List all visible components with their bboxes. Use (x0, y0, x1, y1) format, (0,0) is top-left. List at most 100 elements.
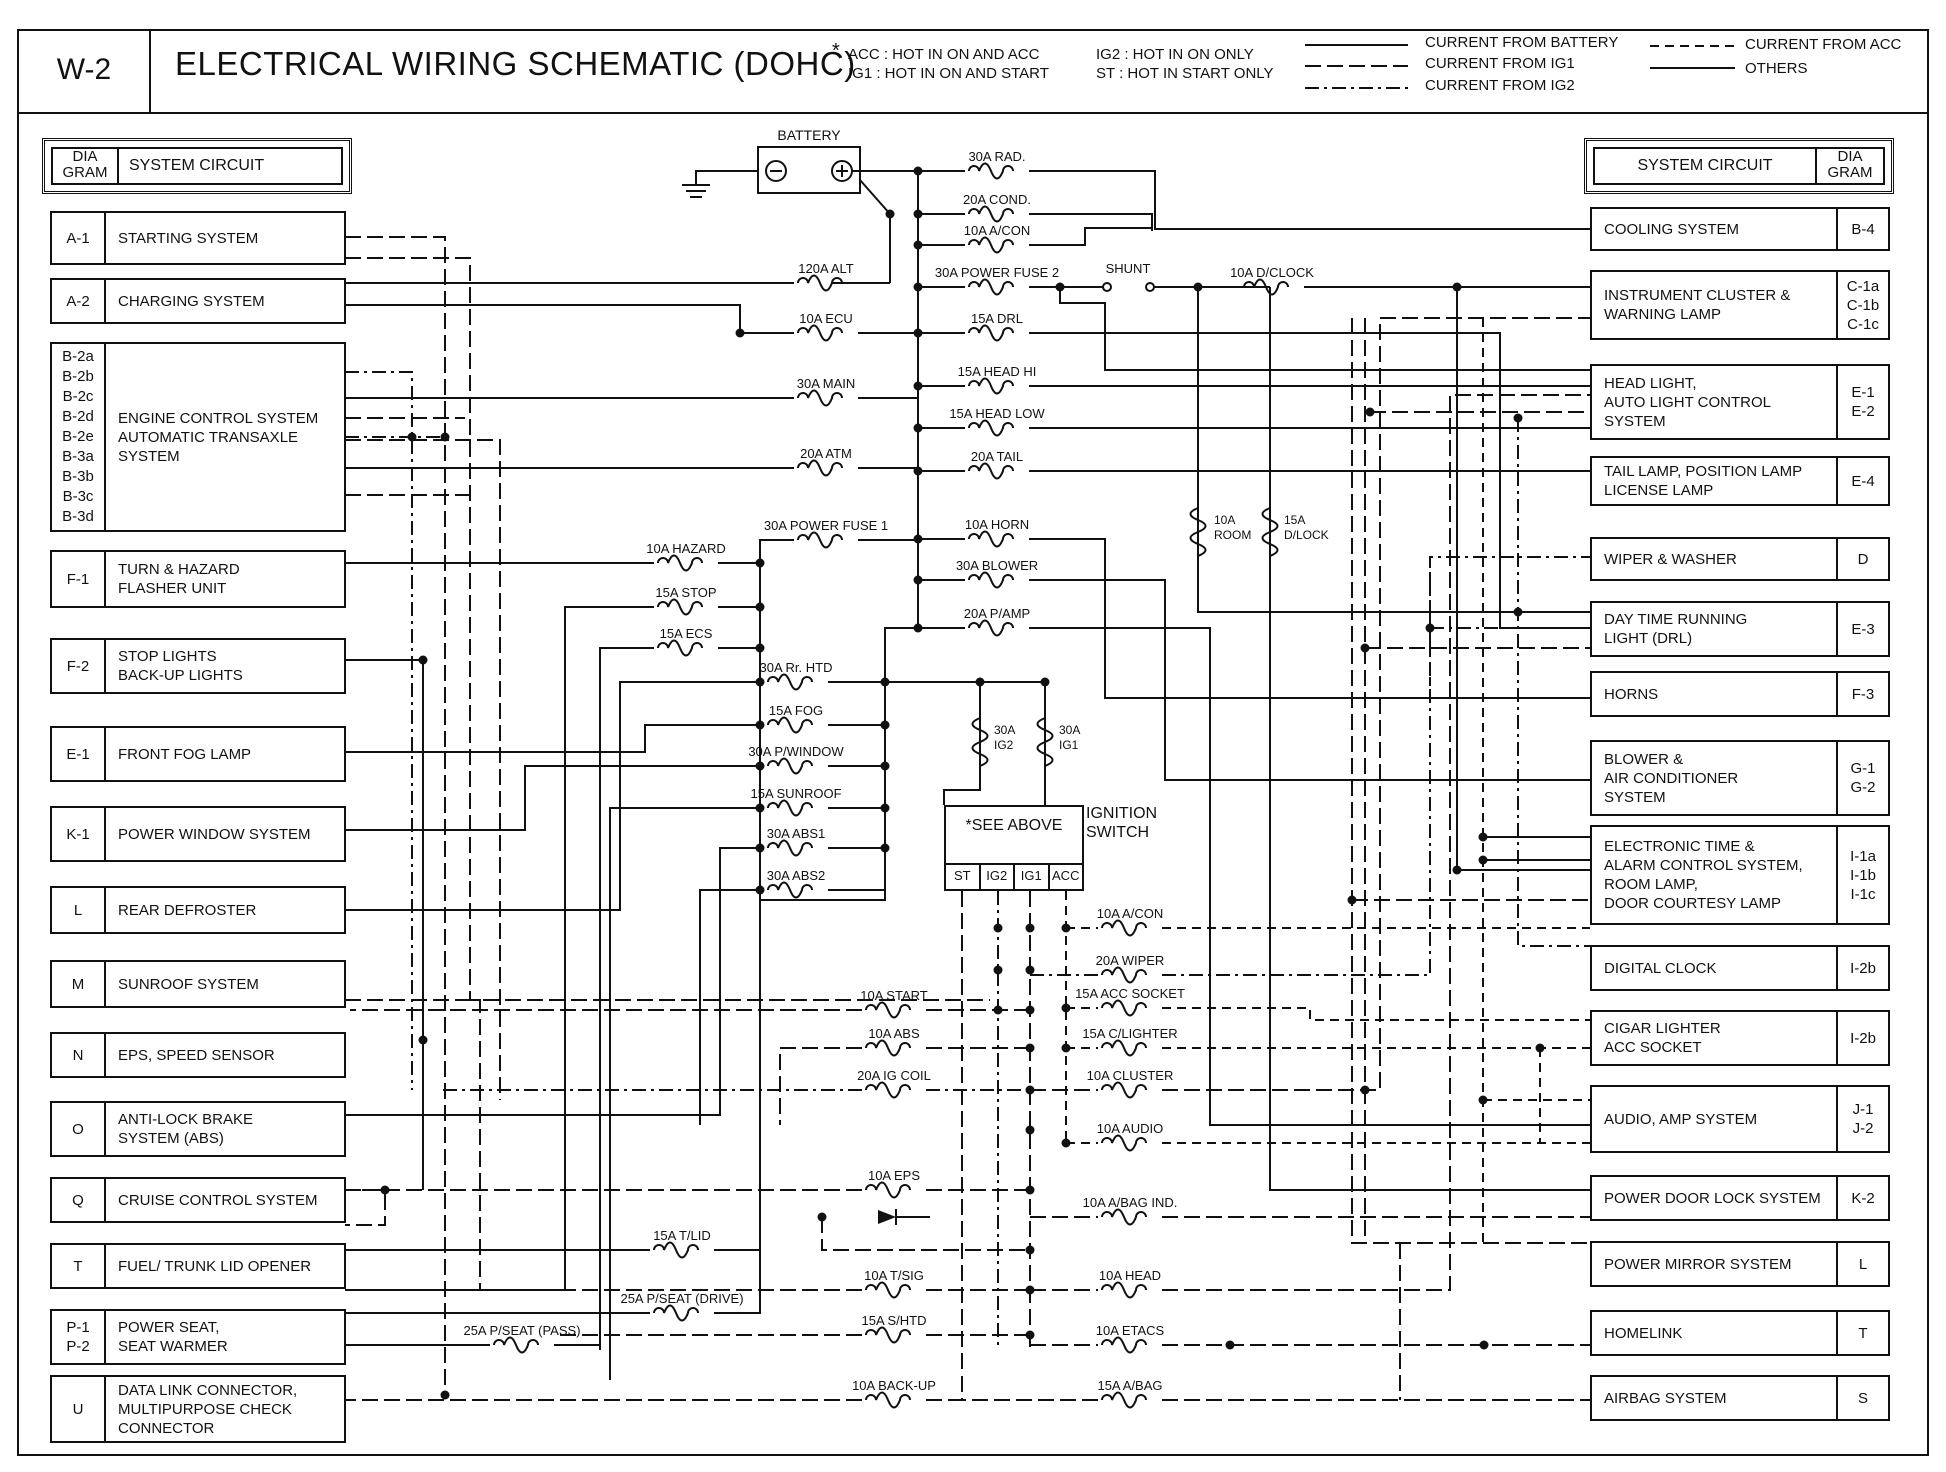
wire (1029, 332, 1590, 629)
system-box-tail-lamp[interactable]: TAIL LAMP, POSITION LAMP LICENSE LAMP E-… (1590, 456, 1890, 506)
diagram-code-label: L (1858, 1255, 1868, 1273)
fuse-10a-abs: 10A ABS (865, 1026, 920, 1057)
diagram-code-label: K-1 (66, 825, 90, 843)
fuse-label: 30A RAD. (968, 149, 1025, 164)
system-box-cruise-control[interactable]: Q CRUISE CONTROL SYSTEM (50, 1177, 346, 1223)
junction-dot (418, 1035, 428, 1045)
fuse-label: 15A SUNROOF (750, 786, 841, 801)
system-box-power-mirror[interactable]: POWER MIRROR SYSTEM L (1590, 1241, 1890, 1287)
fuse-label: 20A IG COIL (857, 1068, 931, 1083)
wire (1269, 287, 1590, 1191)
ignition-switch[interactable]: *SEE ABOVE ST IG2 IG1 ACC (944, 805, 1084, 891)
fuse-120a-alt: 120A ALT (797, 261, 854, 292)
junction-dot (1025, 965, 1035, 975)
system-box-drl[interactable]: DAY TIME RUNNING LIGHT (DRL) E-3 (1590, 601, 1890, 657)
system-box-engine-control[interactable]: B-2a B-2b B-2c B-2d B-2e B-3a B-3b B-3c … (50, 342, 346, 532)
wire (345, 606, 654, 1291)
system-box-power-window[interactable]: K-1 POWER WINDOW SYSTEM (50, 806, 346, 862)
system-circuit-column-label-right: SYSTEM CIRCUIT (1593, 147, 1817, 185)
shunt-terminal (1145, 282, 1155, 292)
fuse-20a-atm: 20A ATM (797, 446, 852, 477)
system-label: FRONT FOG LAMP (118, 745, 252, 763)
system-box-front-fog[interactable]: E-1 FRONT FOG LAMP (50, 726, 346, 782)
system-box-power-seat[interactable]: P-1 P-2 POWER SEAT, SEAT WARMER (50, 1309, 346, 1365)
fuse-label: 10A HEAD (1099, 1268, 1161, 1283)
bus-left-ig1 (345, 236, 446, 1395)
system-box-eps[interactable]: N EPS, SPEED SENSOR (50, 1032, 346, 1078)
wire (1029, 627, 1590, 1126)
system-label: DATA LINK CONNECTOR, MULTIPURPOSE CHECK … (118, 1381, 298, 1437)
system-box-instrument-cluster[interactable]: INSTRUMENT CLUSTER & WARNING LAMP C-1a C… (1590, 270, 1890, 340)
system-box-cooling[interactable]: COOLING SYSTEM B-4 (1590, 207, 1890, 251)
fuse-15a-acc-socket: 15A ACC SOCKET (1075, 986, 1185, 1017)
system-box-homelink[interactable]: HOMELINK T (1590, 1310, 1890, 1356)
system-box-starting[interactable]: A-1 STARTING SYSTEM (50, 211, 346, 265)
legend-battery-label: CURRENT FROM BATTERY (1425, 34, 1619, 51)
legend-acc-label: CURRENT FROM ACC (1745, 36, 1902, 53)
fuse-30a-pwindow: 30A P/WINDOW (748, 744, 844, 775)
junction-dot (418, 655, 428, 665)
system-box-blower[interactable]: BLOWER & AIR CONDITIONER SYSTEM G-1 G-2 (1590, 740, 1890, 816)
diagram-code: W-2 (56, 53, 112, 86)
fuse-label: 20A TAIL (971, 449, 1023, 464)
system-label: TURN & HAZARD FLASHER UNIT (118, 561, 240, 597)
system-box-audio[interactable]: AUDIO, AMP SYSTEM J-1 J-2 (1590, 1085, 1890, 1153)
diagram-code-label: D (1857, 550, 1869, 568)
fuse-15a-abag: 15A A/BAG (1097, 1378, 1163, 1409)
ignition-terminal-st: ST (946, 865, 981, 889)
fuse-30a-main: 30A MAIN (797, 376, 855, 407)
system-box-airbag[interactable]: AIRBAG SYSTEM S (1590, 1375, 1890, 1421)
wire (1197, 287, 1590, 613)
ignition-terminal-ig1: IG1 (1015, 865, 1050, 889)
bus-left-ig1-b (345, 257, 990, 1001)
system-box-digital-clock[interactable]: DIGITAL CLOCK I-2b (1590, 945, 1890, 991)
wire (1029, 538, 1590, 699)
system-box-abs[interactable]: O ANTI-LOCK BRAKE SYSTEM (ABS) (50, 1101, 346, 1157)
note-ig2: IG2 : HOT IN ON ONLY (1096, 46, 1254, 63)
fuse-label: 30A Rr. HTD (760, 660, 833, 675)
system-box-etacs[interactable]: ELECTRONIC TIME & ALARM CONTROL SYSTEM, … (1590, 825, 1890, 925)
system-box-data-link[interactable]: U DATA LINK CONNECTOR, MULTIPURPOSE CHEC… (50, 1375, 346, 1443)
system-label: HEAD LIGHT, AUTO LIGHT CONTROL SYSTEM (1604, 374, 1771, 430)
system-box-stop-lights[interactable]: F-2 STOP LIGHTS BACK-UP LIGHTS (50, 638, 346, 694)
system-label: CIGAR LIGHTER ACC SOCKET (1604, 1020, 1721, 1056)
fuse-30a-abs1: 30A ABS1 (767, 826, 825, 857)
ground-lead (695, 170, 758, 185)
fuse-10a-tsig: 10A T/SIG (864, 1268, 924, 1299)
fuse-10a-hazard: 10A HAZARD (646, 541, 726, 572)
system-box-turn-hazard[interactable]: F-1 TURN & HAZARD FLASHER UNIT (50, 550, 346, 608)
diagram-code-label: O (72, 1120, 84, 1138)
system-box-head-light[interactable]: HEAD LIGHT, AUTO LIGHT CONTROL SYSTEM E-… (1590, 364, 1890, 440)
fuse-10a-abag-ind: 10A A/BAG IND. (1083, 1195, 1177, 1226)
system-label: DAY TIME RUNNING LIGHT (DRL) (1604, 611, 1748, 647)
junction-dot (1025, 923, 1035, 933)
fuse-label: 15A HEAD HI (958, 364, 1037, 379)
bus-right-ig1 (1351, 318, 1590, 1244)
wire (345, 681, 760, 911)
junction-dot (1452, 865, 1462, 875)
system-box-wiper[interactable]: WIPER & WASHER D (1590, 537, 1890, 581)
wire (345, 439, 501, 1100)
shunt-label: SHUNT (1106, 261, 1151, 276)
system-box-fuel-trunk[interactable]: T FUEL/ TRUNK LID OPENER (50, 1243, 346, 1289)
system-box-power-door-lock[interactable]: POWER DOOR LOCK SYSTEM K-2 (1590, 1175, 1890, 1221)
system-box-horns[interactable]: HORNS F-3 (1590, 671, 1890, 717)
fuse-20a-ig-coil: 20A IG COIL (857, 1068, 931, 1099)
fuse-10a-etacs: 10A ETACS (1096, 1323, 1165, 1354)
junction-dot (1513, 413, 1523, 423)
fuse-30a-power-fuse-2: 30A POWER FUSE 2 (935, 265, 1059, 296)
system-box-rear-defroster[interactable]: L REAR DEFROSTER (50, 886, 346, 934)
system-circuit-column-label: SYSTEM CIRCUIT (119, 147, 343, 185)
battery-alt-lead (859, 179, 891, 283)
wire (1162, 556, 1590, 976)
wire (345, 999, 481, 1290)
fuse-label: 30A (994, 723, 1015, 737)
system-box-charging[interactable]: A-2 CHARGING SYSTEM (50, 278, 346, 324)
wire (1162, 1007, 1590, 1021)
system-box-cigar-lighter[interactable]: CIGAR LIGHTER ACC SOCKET I-2b (1590, 1010, 1890, 1066)
system-box-sunroof[interactable]: M SUNROOF SYSTEM (50, 960, 346, 1008)
